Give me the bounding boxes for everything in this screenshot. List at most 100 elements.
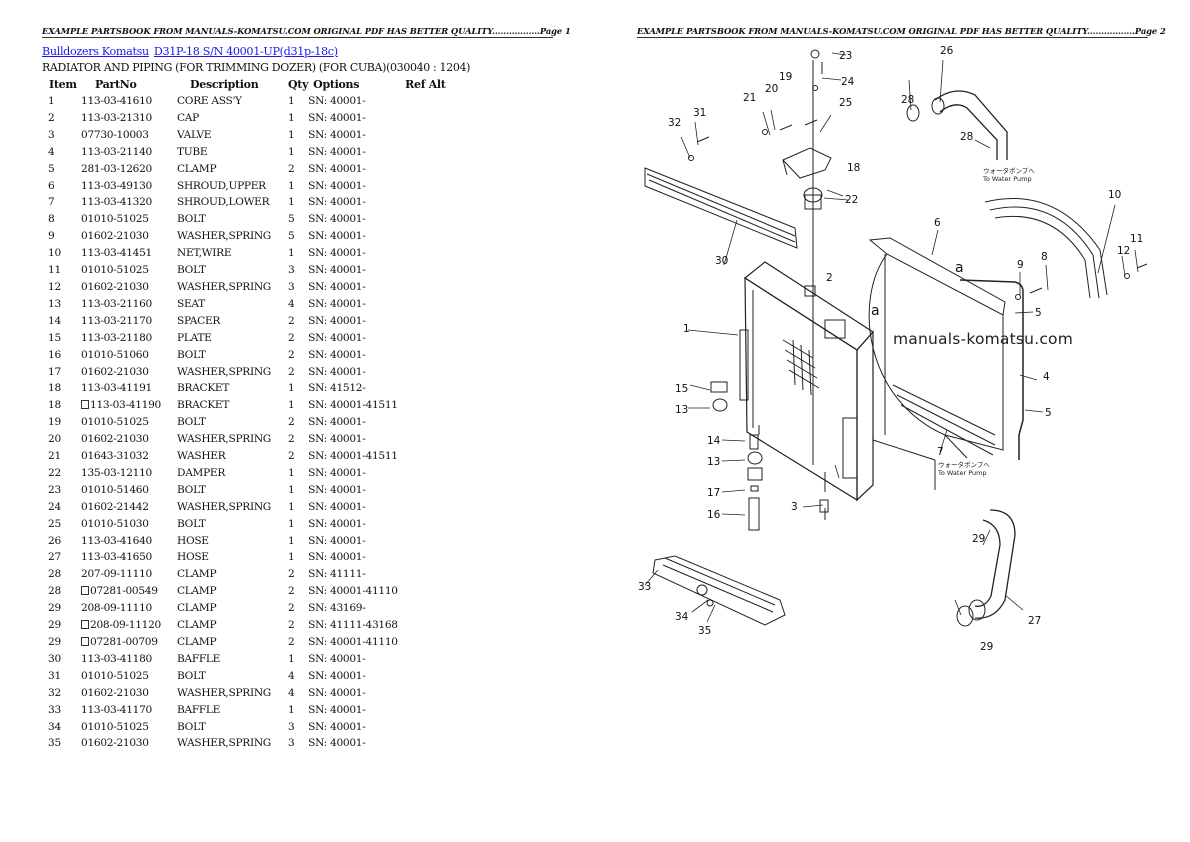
qty-cell: 2: [288, 416, 295, 429]
qty-cell: 5: [288, 230, 295, 243]
svg-text:30: 30: [715, 255, 728, 267]
item-cell: 30: [48, 652, 61, 665]
svg-text:28: 28: [901, 94, 914, 106]
ref-alt-cell: [405, 144, 455, 161]
item-cell: 19: [48, 416, 61, 429]
item-cell: 31: [48, 669, 61, 682]
svg-text:23: 23: [839, 50, 852, 62]
svg-text:24: 24: [841, 76, 855, 88]
svg-text:To Water Pump: To Water Pump: [982, 175, 1032, 183]
qty-cell: 1: [288, 95, 295, 107]
baffle-upper-drawing: [644, 167, 798, 249]
options-cell: SN: 40001-: [308, 314, 366, 327]
callout-labels: 23 24 19 20 21 25 31 32 18 22 30 26 28 2…: [638, 45, 1143, 653]
bracket-drawing: [782, 147, 832, 179]
item-cell: 29: [48, 636, 61, 648]
item-cell: 21: [48, 450, 61, 463]
ref-alt-cell: [405, 110, 455, 127]
net-wire-drawing: [984, 198, 1108, 299]
partno-cell: 135-03-12110: [81, 466, 152, 479]
options-cell: SN: 40001-: [308, 551, 366, 564]
options-cell: SN: 40001-: [308, 213, 366, 226]
to-water-pump-notes: ウォータポンプへ To Water Pump ウォータポンプへ To Water…: [937, 166, 1035, 477]
item-cell: 6: [48, 179, 55, 192]
description-cell: CLAMP: [177, 568, 217, 581]
options-cell: SN: 40001-: [308, 162, 366, 175]
alternate-part-checkbox-icon: [81, 620, 89, 630]
options-cell: SN: 40001-: [308, 247, 366, 260]
partno-cell: 01602-21030: [81, 280, 149, 293]
fan-shroud-drawing: [868, 237, 1006, 490]
svg-text:18: 18: [847, 162, 860, 174]
item-cell: 3: [48, 128, 55, 141]
svg-text:6: 6: [934, 217, 941, 229]
description-cell: BOLT: [177, 483, 206, 496]
partno-cell: 07281-00709: [81, 634, 177, 651]
description-cell: CLAMP: [177, 636, 217, 648]
page-2: EXAMPLE PARTSBOOK FROM MANUALS-KOMATSU.C…: [595, 0, 1190, 842]
svg-text:19: 19: [779, 71, 792, 83]
description-cell: BOLT: [177, 720, 206, 733]
partno-cell: 01602-21030: [81, 737, 149, 750]
partno-cell: 113-03-49130: [81, 179, 152, 192]
alternate-part-checkbox-icon: [81, 637, 89, 646]
qty-cell: 2: [288, 602, 295, 615]
ref-alt-cell: [405, 279, 455, 296]
item-cell: 18: [48, 382, 61, 395]
ref-alt-cell: [405, 549, 455, 566]
svg-text:26: 26: [940, 45, 954, 57]
ref-alt-cell: [405, 194, 455, 211]
qty-cell: 2: [288, 348, 295, 361]
breadcrumb-link-category[interactable]: Bulldozers Komatsu: [42, 45, 149, 58]
item-cell: 29: [48, 602, 61, 615]
ref-alt-cell: [405, 397, 455, 414]
qty-cell: 3: [288, 720, 295, 733]
view-marks: a a: [871, 260, 964, 319]
partno-cell: 01010-51460: [81, 483, 149, 496]
qty-cell: 2: [288, 636, 295, 648]
svg-text:To Water Pump: To Water Pump: [937, 469, 987, 477]
options-cell: SN: 40001-: [308, 348, 366, 361]
partno-cell: 01010-51025: [81, 416, 149, 429]
ref-alt-cell: [405, 600, 455, 617]
ref-alt-cell: [405, 296, 455, 313]
item-cell: 28: [48, 568, 61, 581]
ref-alt-cell: [405, 262, 455, 279]
options-cell: SN: 40001-: [308, 416, 366, 429]
partno-cell: 01602-21030: [81, 230, 149, 243]
options-cell: SN: 41111-43168: [308, 619, 398, 632]
description-cell: BOLT: [177, 213, 206, 226]
partno-cell: 01010-51025: [81, 264, 149, 277]
ref-alt-cell: [405, 583, 455, 600]
item-cell: 29: [48, 619, 61, 632]
ref-alt-cell: [405, 465, 455, 482]
description-cell: BOLT: [177, 416, 206, 429]
svg-text:27: 27: [1028, 615, 1041, 627]
options-cell: SN: 43169-: [308, 602, 366, 615]
description-cell: BOLT: [177, 517, 206, 530]
breadcrumb-link-model[interactable]: D31P-18 S/N 40001-UP(d31p-18c): [153, 45, 338, 58]
ref-alt-cell: [405, 93, 455, 110]
baffle-lower-drawing: [652, 555, 786, 626]
qty-cell: 2: [288, 619, 295, 632]
ref-alt-cell: [405, 127, 455, 144]
partno-cell: 01602-21030: [81, 433, 149, 446]
svg-text:2: 2: [826, 272, 833, 284]
partno-cell: 113-03-21160: [81, 297, 152, 310]
options-cell: SN: 40001-: [308, 737, 366, 750]
description-cell: WASHER,SPRING: [177, 230, 271, 243]
svg-text:32: 32: [668, 117, 681, 129]
ref-alt-cell: [405, 380, 455, 397]
